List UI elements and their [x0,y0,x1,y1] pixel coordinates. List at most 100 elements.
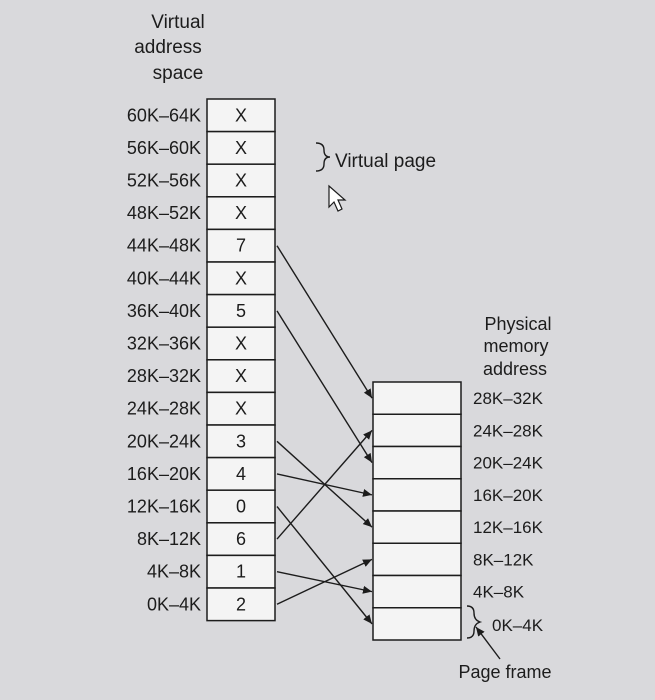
virtual-range-label: 24K–28K [127,399,201,419]
page-table-cell [206,130,276,165]
page-table-cell [206,359,276,394]
physical-range-label: 28K–32K [473,389,544,408]
physical-frame-12k-16k: 12K–16K [372,510,544,544]
mapping-arrow-44k-48k [276,245,373,399]
page-table-cell [206,554,276,589]
physical-frame-0k-4k [372,607,462,641]
virtual-row-36k-40k: 36K–40K 5 [127,293,276,328]
physical-range-label: 8K–12K [473,550,534,569]
page-table-cell [206,489,276,524]
physical-range-label: 4K–8K [473,583,525,602]
page-table-entry: X [235,399,247,419]
page-table-cell [206,522,276,557]
page-table-cell [206,228,276,263]
page-table-entry: X [235,171,247,191]
page-table-cell [206,293,276,328]
physical-frame-box [372,478,462,512]
page-frame-pointer [475,626,501,660]
virtual-row-20k-24k: 20K–24K 3 [127,424,276,459]
virtual-range-label: 16K–20K [127,464,201,484]
physical-range-label: 16K–20K [473,486,544,505]
physical-range-label: 12K–16K [473,518,544,537]
physical-frame-24k-28k: 24K–28K [372,413,544,448]
virtual-row-44k-48k: 44K–48K 7 [127,228,276,263]
virtual-range-label: 8K–12K [137,529,201,549]
virtual-row-0k-4k: 0K–4K 2 [147,587,276,622]
page-table-entry: X [235,105,247,125]
virtual-range-label: 0K–4K [147,594,201,614]
physical-title-line-2: memory [483,336,548,356]
virtual-range-label: 60K–64K [127,105,201,125]
virtual-range-label: 44K–48K [127,236,201,256]
page-table-entry: 1 [236,562,246,582]
virtual-row-4k-8k: 4K–8K 1 [147,554,276,589]
page-table-cell [206,424,276,459]
cursor-icon [328,184,347,212]
virtual-range-label: 32K–36K [127,334,201,354]
physical-memory: 28K–32K 24K–28K 20K–24K 16K–20K 12K–16K 8K–12… [372,381,544,641]
virtual-range-label: 12K–16K [127,497,201,517]
mapping-arrows [276,245,373,625]
physical-frame-box [372,542,462,577]
mapping-arrow-0k-4k [276,558,373,605]
page-frame-label: Page frame [458,662,551,682]
page-table-entry: X [235,138,247,158]
physical-frame-20k-24k: 20K–24K [372,445,544,480]
physical-range-label: 20K–24K [473,454,544,473]
virtual-page-brace [315,142,331,172]
mapping-arrow-36k-40k [276,310,373,463]
virtual-row-40k-44k: 40K–44K X [127,261,276,296]
virtual-range-label: 20K–24K [127,431,201,451]
page-table-entry: X [235,366,247,386]
page-table-cell [206,391,276,426]
physical-frame-box [372,445,462,480]
page-table-cell [206,587,276,622]
physical-frame-box [372,413,462,448]
virtual-range-label: 48K–52K [127,203,201,223]
physical-range-label-0k-4k: 0K–4K [492,616,544,635]
virtual-title-line-3: space [153,63,204,84]
physical-frame-28k-32k: 28K–32K [372,381,544,415]
physical-range-label: 24K–28K [473,421,544,440]
page-table-entry: 7 [236,236,246,256]
virtual-range-label: 28K–32K [127,366,201,386]
virtual-row-28k-32k: 28K–32K X [127,359,276,394]
physical-frame-4k-8k: 4K–8K [372,574,525,609]
page-table-entry: X [235,203,247,223]
virtual-range-label: 40K–44K [127,268,201,288]
page-table-entry: 3 [236,431,246,451]
virtual-range-label: 52K–56K [127,171,201,191]
virtual-row-60k-64k: 60K–64K X [127,98,276,133]
page-frame-brace [466,605,483,639]
virtual-title-line-2: address [134,37,202,58]
physical-frame-8k-12k: 8K–12K [372,542,534,577]
page-table-cell [206,456,276,491]
virtual-row-52k-56k: 52K–56K X [127,163,276,198]
virtual-range-label: 4K–8K [147,562,201,582]
physical-frame-16k-20k: 16K–20K [372,478,544,512]
physical-title-line-3: address [483,359,547,379]
physical-title-line-1: Physical [484,314,551,334]
mapping-arrow-8k-12k [276,429,373,540]
mapping-arrow-12k-16k [276,506,373,625]
physical-frame-box [372,607,462,641]
page-table-entry: 2 [236,594,246,614]
virtual-range-label: 36K–40K [127,301,201,321]
page-table-cell [206,326,276,361]
virtual-row-48k-52k: 48K–52K X [127,196,276,231]
physical-frame-box [372,574,462,609]
virtual-row-24k-28k: 24K–28K X [127,391,276,426]
physical-frame-box [372,381,462,415]
page-table-cell [206,261,276,296]
physical-frame-box [372,510,462,544]
page-table-entry: X [235,268,247,288]
page-table-entry: 5 [236,301,246,321]
